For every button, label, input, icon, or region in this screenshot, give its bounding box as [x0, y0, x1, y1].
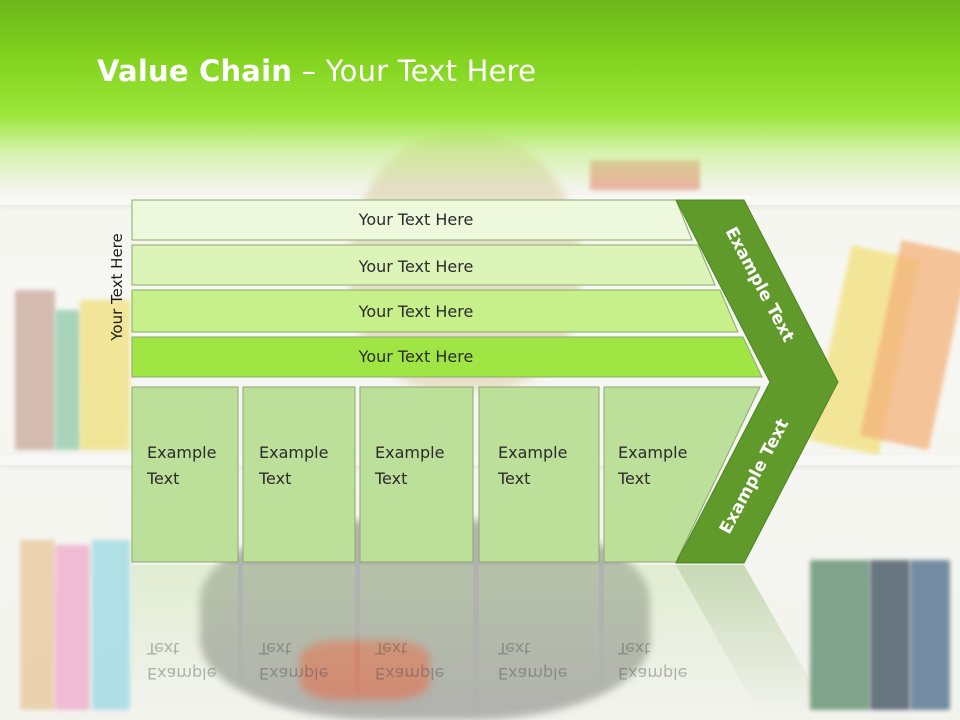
row-bar-4: [131, 336, 763, 378]
cell-reflection: [243, 565, 355, 715]
row-bar-2: [131, 244, 716, 286]
cell-4-line1: Example: [498, 443, 567, 462]
title-rest: – Your Text Here: [292, 54, 537, 88]
reflection-text: Text: [497, 639, 530, 658]
book: [20, 540, 55, 710]
reflection-text: Example: [618, 664, 687, 683]
row-label-1: Your Text Here: [358, 210, 474, 229]
cell-3-line1: Example: [375, 443, 444, 462]
book: [55, 545, 90, 710]
reflection-text: Text: [617, 639, 650, 658]
reflection-text: Text: [258, 639, 291, 658]
cell-2-line1: Example: [259, 443, 328, 462]
side-label: Your Text Here: [108, 233, 126, 341]
cell-reflection: [604, 565, 760, 715]
row-bar-3: [131, 289, 739, 333]
chevron-reflection: [676, 565, 830, 715]
book: [15, 290, 55, 450]
cell-5-line1: Example: [618, 443, 687, 462]
cell-3: [359, 386, 474, 563]
row-label-4: Your Text Here: [358, 347, 474, 366]
reflection-text: Example: [375, 664, 444, 683]
reflection: Example Text Example Text Example Text E…: [132, 565, 830, 715]
cell-4-line2: Text: [497, 469, 530, 488]
cell-reflection: [360, 565, 473, 715]
cell-4: [478, 386, 600, 563]
book: [870, 560, 910, 710]
title-bold: Value Chain: [97, 54, 293, 88]
cell-1: [131, 386, 239, 563]
page-title: Value Chain – Your Text Here: [97, 54, 536, 88]
row-bar-1: [131, 199, 693, 241]
reflection-text: Example: [259, 664, 328, 683]
margin-chevron: [675, 199, 839, 564]
reflection-text: Text: [146, 639, 179, 658]
row-label-3: Your Text Here: [358, 302, 474, 321]
header-band: [0, 0, 960, 190]
cell-1-line1: Example: [147, 443, 216, 462]
cell-3-line2: Text: [374, 469, 407, 488]
row-label-2: Your Text Here: [358, 257, 474, 276]
cell-5-line2: Text: [617, 469, 650, 488]
cell-2: [242, 386, 356, 563]
book: [810, 560, 870, 710]
cell-1-line2: Text: [146, 469, 179, 488]
cell-reflection: [479, 565, 599, 715]
cell-reflection: [132, 565, 238, 715]
cell-2-line2: Text: [258, 469, 291, 488]
reflection-text: Text: [374, 639, 407, 658]
book: [92, 540, 130, 710]
book: [55, 310, 80, 450]
reflection-text: Example: [147, 664, 216, 683]
book: [910, 560, 950, 710]
reflection-text: Example: [498, 664, 567, 683]
book: [80, 300, 130, 450]
